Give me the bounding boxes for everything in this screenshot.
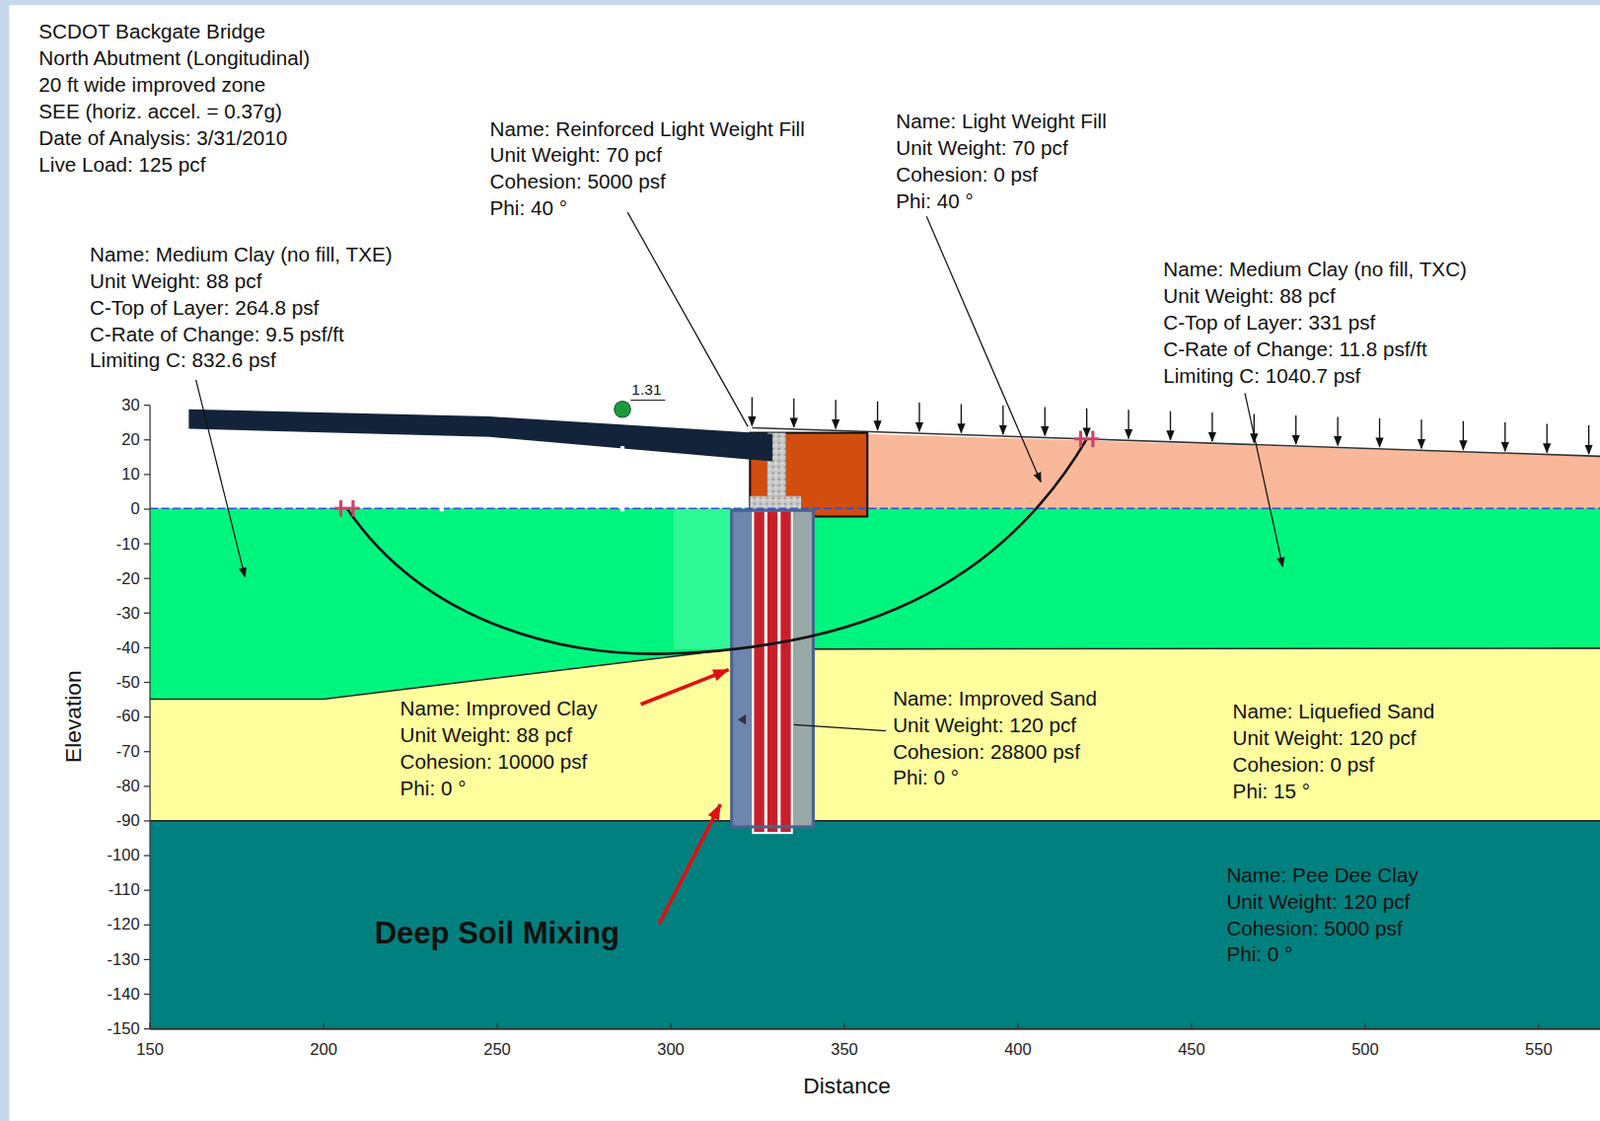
layer-callout: C-Rate of Change: 11.8 psf/ft	[1163, 335, 1428, 363]
layer-callout: Unit Weight: 88 pcf	[1163, 283, 1335, 310]
axis-tick-label: -60	[116, 707, 141, 727]
axis-tick-label: -10	[116, 534, 141, 554]
axis-tick-label: 450	[1177, 1039, 1206, 1059]
pee-dee-layer	[149, 820, 1600, 1029]
safety-factor: 1.31	[631, 380, 661, 400]
axis-tick-label: -20	[116, 569, 141, 588]
layer-callout: Cohesion: 10000 psf	[400, 747, 588, 775]
layer-callout: Phi: 0 °	[1226, 941, 1293, 968]
layer-callout: Cohesion: 28800 psf	[892, 737, 1081, 765]
deep-soil-mixing	[731, 509, 814, 833]
axis-tick-label: 550	[1525, 1039, 1553, 1059]
layer-callout: Limiting C: 832.6 psf	[89, 347, 277, 374]
layer-callout: Name: Light Weight Fill	[895, 108, 1106, 136]
layer-callout: Phi: 0 °	[400, 774, 467, 801]
layer-callout: Unit Weight: 88 pcf	[89, 267, 262, 294]
axis-tick-label: -50	[116, 672, 141, 692]
yellow-sand-layer	[149, 648, 1600, 821]
axis-tick-label: 10	[121, 465, 140, 485]
axis-tick-label: -110	[108, 880, 141, 900]
axis-tick-label: -90	[116, 811, 141, 831]
axis-tick-label: 300	[656, 1039, 685, 1059]
layer-callout: Phi: 15 °	[1233, 777, 1310, 804]
light-weight-fill	[867, 434, 1600, 510]
axis-tick-label: -120	[107, 915, 141, 935]
callout-title: Deep Soil Mixing	[374, 914, 620, 951]
layer-callout: Name: Liquefied Sand	[1233, 698, 1436, 726]
title-line: Date of Analysis: 3/31/2010	[38, 124, 288, 151]
layer-callout: Name: Medium Clay (no fill, TXE)	[89, 240, 393, 268]
axis-tick-label: -150	[107, 1018, 141, 1038]
leader-lines	[196, 212, 1284, 730]
layer-callout: C-Top of Layer: 331 psf	[1163, 308, 1376, 336]
axis-tick-label: -100	[107, 846, 141, 866]
layer-callout: Cohesion: 5000 psf	[490, 168, 666, 196]
axis-title: Distance	[802, 1072, 891, 1099]
red-arrows	[641, 669, 729, 925]
axis-tick-label: -40	[116, 638, 141, 657]
layer-callout: Limiting C: 1040.7 psf	[1163, 362, 1361, 389]
layer-callout: C-Top of Layer: 264.8 psf	[89, 293, 319, 321]
slip-endpoint	[334, 431, 1099, 517]
axis-tick-label: 150	[136, 1039, 164, 1059]
layer-callout: Phi: 0 °	[892, 764, 959, 792]
axis-tick-label: -140	[107, 984, 141, 1004]
layer-callout: Unit Weight: 120 pcf	[1233, 724, 1417, 751]
title-line: SEE (horiz. accel. = 0.37g)	[38, 97, 283, 125]
layer-callout: Unit Weight: 70 pcf	[895, 135, 1068, 162]
axis-tick-label: 250	[483, 1039, 511, 1059]
title-line: 20 ft wide improved zone	[38, 71, 266, 98]
bridge-deck	[188, 409, 773, 462]
live-load-arrows	[751, 396, 1589, 454]
layer-callout: Unit Weight: 70 pcf	[490, 142, 662, 169]
layer-callout: Name: Improved Clay	[400, 694, 598, 722]
axes	[144, 405, 1600, 1029]
layer-callout: Name: Pee Dee Clay	[1226, 861, 1418, 888]
axis-tick-label: -70	[116, 741, 141, 761]
axis-title: Elevation	[60, 669, 87, 763]
layer-callout: Cohesion: 0 psf	[1233, 750, 1376, 778]
axis-tick-label: 200	[309, 1039, 338, 1059]
axis-tick-label: -30	[116, 603, 141, 623]
layer-callout: Unit Weight: 120 pcf	[1226, 887, 1410, 915]
axis-tick-label: 500	[1351, 1039, 1380, 1059]
slip-center	[614, 401, 632, 419]
layer-callout: Name: Medium Clay (no fill, TXC)	[1163, 256, 1467, 284]
layer-callout: Unit Weight: 88 pcf	[400, 721, 573, 748]
layer-callout: Cohesion: 5000 psf	[1226, 914, 1402, 942]
axis-tick-label: 0	[131, 500, 141, 519]
axis-tick-label: -80	[116, 777, 141, 797]
layer-callout: Unit Weight: 120 pcf	[892, 711, 1077, 738]
axis-tick-label: 350	[830, 1039, 859, 1059]
layer-callout: Name: Improved Sand	[892, 684, 1097, 712]
title-line: SCDOT Backgate Bridge	[38, 18, 266, 46]
title-line: Live Load: 125 pcf	[38, 150, 206, 178]
axis-tick-label: -130	[107, 949, 141, 969]
axis-tick-label: 400	[1004, 1039, 1032, 1059]
axis-tick-label: 30	[121, 395, 140, 415]
layer-callout: Name: Reinforced Light Weight Fill	[490, 115, 805, 143]
layer-callout: C-Rate of Change: 9.5 psf/ft	[89, 320, 345, 348]
layer-callout: Cohesion: 0 psf	[895, 160, 1038, 188]
title-line: North Abutment (Longitudinal)	[38, 45, 310, 73]
layer-callout: Phi: 40 °	[895, 187, 973, 215]
axis-tick-label: 20	[121, 430, 140, 449]
slip-surface	[347, 438, 1088, 655]
layer-callout: Phi: 40 °	[490, 195, 568, 222]
